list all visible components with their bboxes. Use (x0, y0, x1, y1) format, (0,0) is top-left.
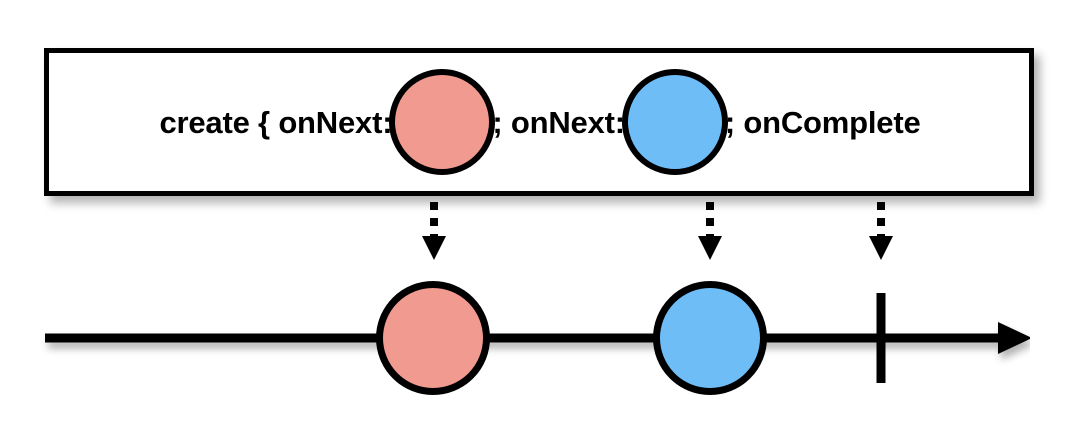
code-text-semicolon-onnext: ; onNext: (492, 104, 625, 140)
dashed-arrow-icon-3 (866, 200, 896, 262)
completion-tick-icon (866, 290, 896, 386)
dashed-arrow-icon-1 (419, 200, 449, 262)
code-expression: create { onNext: ; onNext: ; onComplete (49, 53, 1029, 191)
timeline-marble-blue (653, 281, 767, 395)
box-marble-blue (621, 69, 728, 175)
timeline-axis (40, 300, 1032, 390)
code-box: create { onNext: ; onNext: ; onComplete (44, 48, 1034, 196)
code-text-semicolon-oncomplete: ; onComplete (724, 104, 921, 140)
dashed-arrow-icon-2 (695, 200, 725, 262)
timeline-marble-salmon (376, 281, 490, 395)
code-text-create-onnext: create { onNext: (159, 104, 393, 140)
box-marble-salmon (389, 69, 496, 175)
